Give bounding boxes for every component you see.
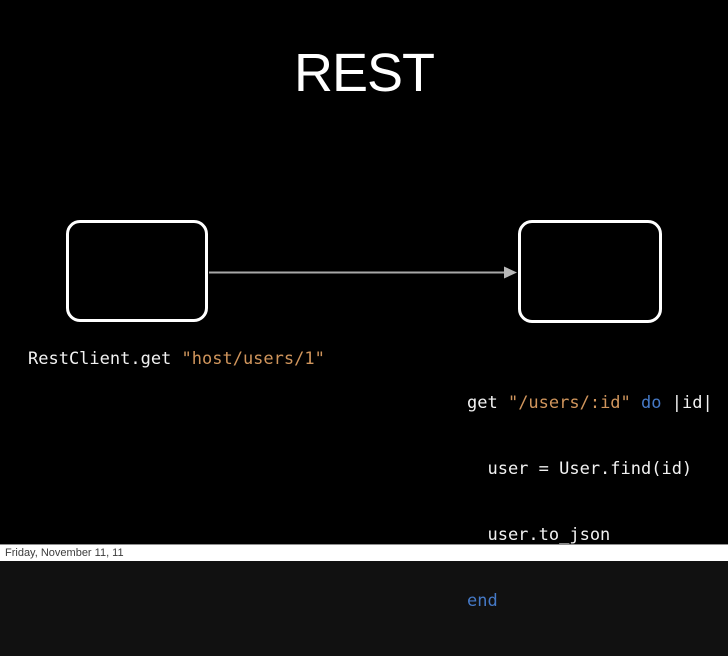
- client-code-call: RestClient.get: [28, 349, 182, 369]
- footer-bar: Friday, November 11, 11: [0, 544, 728, 561]
- server-code-block-params: |id|: [671, 393, 713, 413]
- slide-canvas: REST RestClient.get "host/users/1" get "…: [28, 43, 713, 611]
- server-code-do-keyword: do: [630, 393, 672, 413]
- server-box-shape: [518, 220, 662, 323]
- server-code-line-3: user.to_json: [467, 525, 611, 545]
- server-code-snippet: get "/users/:id" do |id| user = User.fin…: [467, 348, 713, 656]
- client-code-snippet: RestClient.get "host/users/1": [28, 348, 325, 370]
- server-code-path-string: "/users/:id": [507, 393, 631, 413]
- server-code-end-keyword: end: [467, 591, 498, 611]
- slide-title: REST: [293, 43, 435, 103]
- server-code-line-1: get "/users/:id" do |id|: [467, 392, 713, 414]
- client-code-url-string: "host/users/1": [181, 349, 325, 369]
- footer-date: Friday, November 11, 11: [5, 546, 124, 559]
- server-code-method: get: [467, 393, 508, 413]
- slide-stage: REST RestClient.get "host/users/1" get "…: [0, 0, 728, 611]
- server-code-line-2: user = User.find(id): [467, 459, 693, 479]
- client-box-shape: [66, 220, 208, 322]
